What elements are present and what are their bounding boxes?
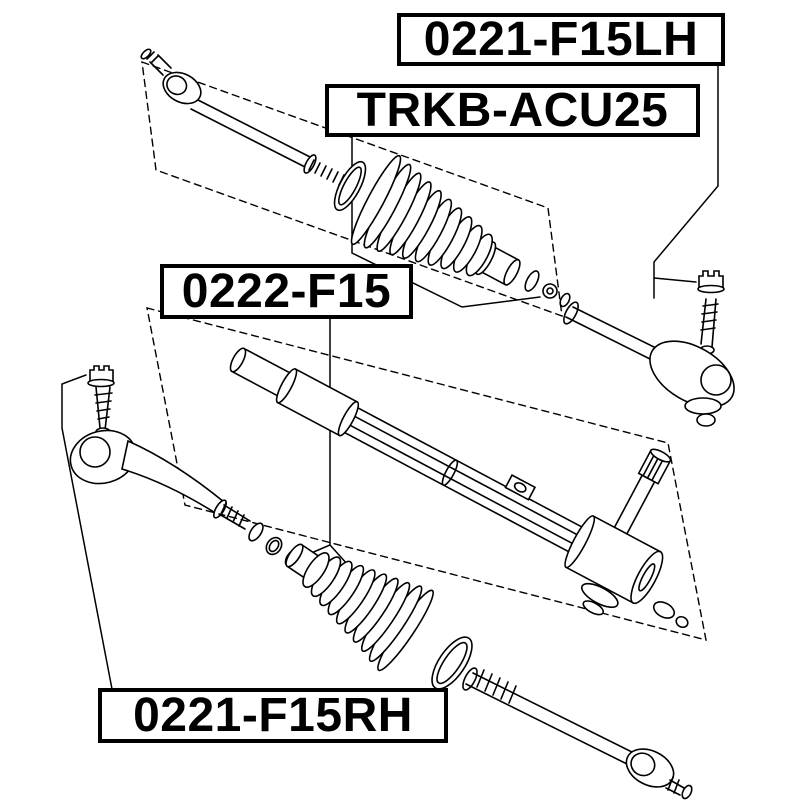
- castle-nut-left: [89, 365, 114, 382]
- part-label-0221-f15rh: 0221-F15RH: [98, 688, 448, 743]
- tie-rod-end-left: [69, 365, 251, 530]
- boot-clamps-upper: [524, 270, 571, 308]
- inner-tie-rod-lower: [462, 667, 693, 800]
- leader-0221-f15lh-tick: [653, 277, 697, 283]
- boot-lower: [285, 543, 434, 672]
- dashed-group-steering-rack: [146, 307, 707, 641]
- part-label-trkb-acu25: TRKB-ACU25: [325, 84, 700, 137]
- inner-tie-rod-upper: [140, 48, 345, 186]
- boot-upper: [350, 154, 521, 286]
- part-label-0221-f15lh: 0221-F15LH: [397, 13, 725, 66]
- castle-nut-right: [698, 270, 724, 288]
- tie-rod-end-right: [563, 270, 735, 427]
- boot-clamp-ring-lower: [431, 636, 473, 690]
- leader-0221-f15lh: [653, 65, 719, 299]
- leader-0221-f15rh: [61, 374, 113, 690]
- steering-rack-assembly: [229, 347, 689, 629]
- dashed-group-upper-tie-rod: [141, 60, 563, 318]
- boot-clamp-ring-upper: [333, 160, 367, 212]
- part-label-0222-f15: 0222-F15: [160, 264, 413, 319]
